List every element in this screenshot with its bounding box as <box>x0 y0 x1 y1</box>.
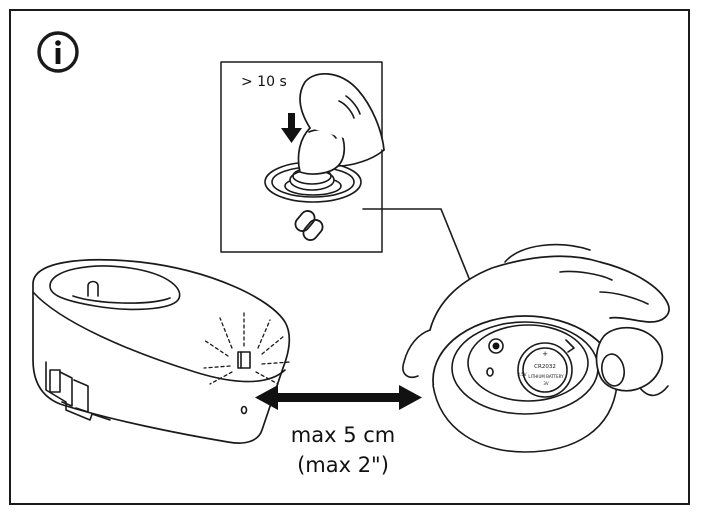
info-icon: i <box>37 31 79 73</box>
pairing-link-icon <box>294 210 324 241</box>
distance-arrow <box>255 385 422 410</box>
distance-metric: max 5 cm <box>291 423 395 447</box>
inset-panel: > 10 s <box>220 61 495 341</box>
battery-text2: 3V <box>543 381 549 386</box>
battery-text1: LITHIUM BATTERY <box>528 374 564 379</box>
battery-model: CR2032 <box>534 364 556 370</box>
time-label: > 10 s <box>241 74 287 90</box>
led-flash-rays <box>203 309 291 385</box>
battery-left-text: 2.5V <box>517 372 526 377</box>
smart-plug <box>32 258 291 444</box>
battery-plus: + <box>542 350 548 358</box>
remote-device: + CR2032 LITHIUM BATTERY 3V 2.5V <box>402 243 670 453</box>
illustration-frame <box>9 9 690 505</box>
distance-imperial: (max 2") <box>297 453 389 477</box>
press-arrow-icon <box>281 113 302 143</box>
